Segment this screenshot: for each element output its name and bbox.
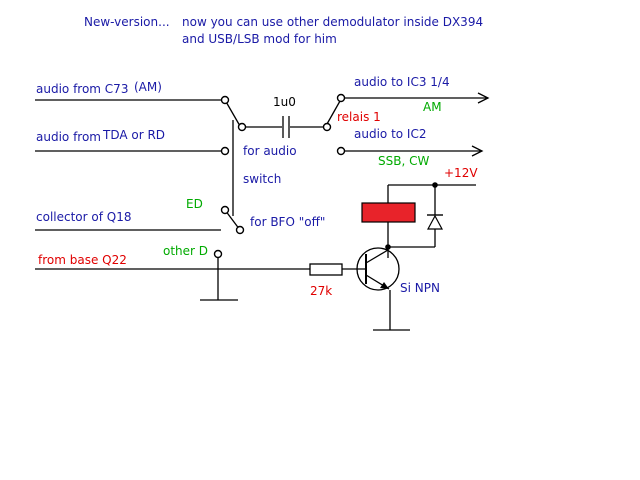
terminal-ed (220, 205, 230, 215)
label-out-ic3: audio to IC3 1/4 (354, 75, 450, 89)
arrow-out-ssb (471, 145, 484, 157)
label-am-tag: (AM) (134, 80, 162, 94)
terminals (213, 93, 438, 259)
label-collector-q18: collector of Q18 (36, 210, 131, 224)
wiring (35, 92, 490, 331)
label-other-d: other D (163, 244, 208, 258)
junction-supply (432, 182, 438, 188)
terminal-relay-am (336, 93, 346, 103)
label-capacitor: 1u0 (273, 95, 296, 109)
label-out-ssb: SSB, CW (378, 154, 429, 168)
resistor-27k (309, 263, 343, 276)
label-tda-rd: TDA or RD (102, 128, 165, 142)
header-version: New-version... (84, 15, 170, 29)
header-line2: and USB/LSB mod for him (182, 32, 337, 46)
label-audio-from: audio from (36, 130, 101, 144)
label-relais: relais 1 (337, 110, 381, 124)
label-out-am: AM (423, 100, 442, 114)
label-ed: ED (186, 197, 203, 211)
terminal-c73 (220, 95, 230, 105)
label-base-q22: from base Q22 (38, 253, 127, 267)
terminal-switch-common (237, 122, 247, 132)
label-switch: switch (243, 172, 281, 186)
terminal-relay-ssb (336, 146, 346, 156)
label-audio-c73: audio from C73 (36, 82, 128, 96)
label-supply: +12V (444, 166, 478, 180)
label-resistor: 27k (310, 284, 332, 298)
header-line1: now you can use other demodulator inside… (182, 15, 483, 29)
switch-blade (224, 99, 241, 127)
terminal-bfo (235, 225, 245, 235)
label-bfo-off: for BFO "off" (250, 215, 325, 229)
label-transistor: Si NPN (400, 281, 440, 295)
npn-transistor (356, 247, 400, 291)
terminal-tda (220, 146, 230, 156)
arrow-out-am (477, 92, 490, 104)
label-for-audio: for audio (243, 144, 297, 158)
flyback-diode (426, 214, 444, 230)
terminal-other-d (213, 249, 223, 259)
junction-collector (385, 244, 391, 250)
label-out-ic2: audio to IC2 (354, 127, 426, 141)
labels: New-version... now you can use other dem… (36, 15, 483, 298)
relay-contact-blade (326, 100, 341, 125)
terminal-relay-common (322, 122, 332, 132)
relay-coil (361, 202, 416, 223)
